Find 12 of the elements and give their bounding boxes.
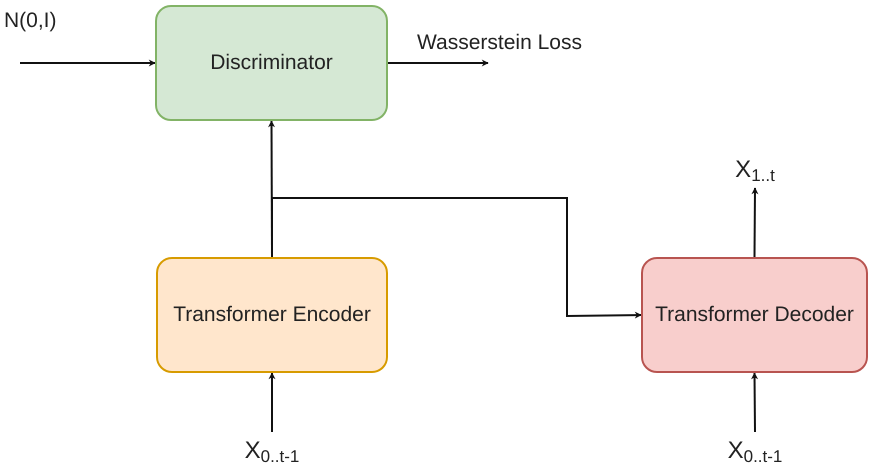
process-box: Transformer Decoder <box>641 257 868 373</box>
arrow <box>271 197 642 319</box>
variable-label: X$_{0..t-1}$ <box>222 432 322 470</box>
variable-label: X$_{0..t-1}$ <box>705 432 805 470</box>
process-box: Transformer Encoder <box>156 257 388 373</box>
process-box: Discriminator <box>155 5 388 121</box>
arrow <box>20 60 156 66</box>
arrow <box>751 372 758 432</box>
arrow <box>388 60 489 66</box>
variable-label: X$_{1..t}$ <box>705 152 805 188</box>
arrow <box>751 187 758 257</box>
arrow <box>268 372 276 432</box>
